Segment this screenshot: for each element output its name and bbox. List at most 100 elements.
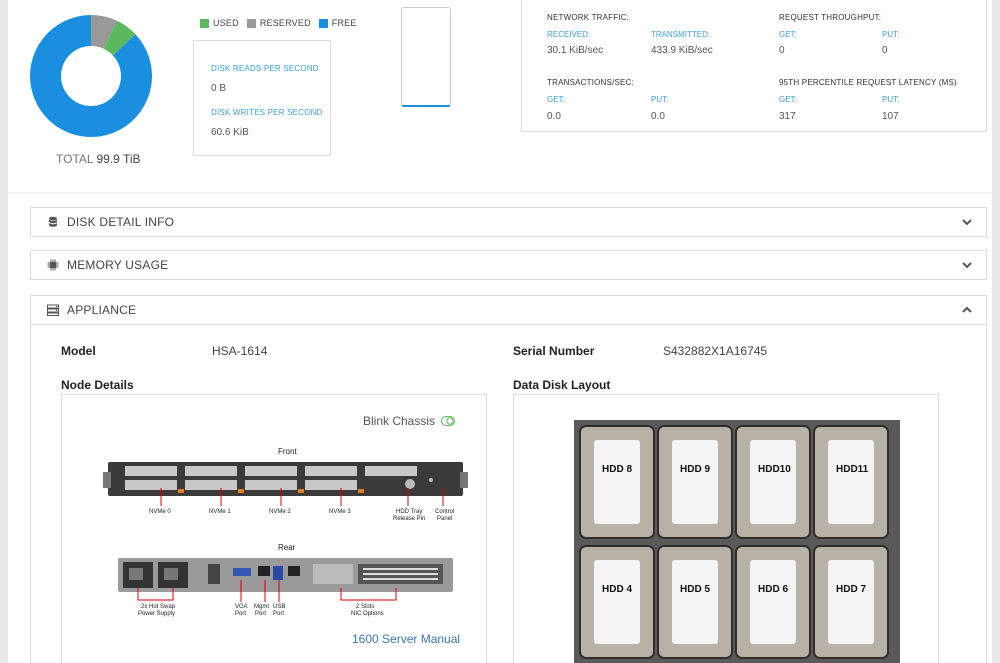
disk-label: HDD 4	[602, 584, 632, 595]
disk-label-plate	[828, 560, 874, 644]
node-details-label: Node Details	[61, 378, 134, 392]
callout-hot-swap: 2x Hot Swap	[141, 604, 176, 610]
legend-reserved: RESERVED	[259, 18, 311, 28]
disk-label: HDD11	[836, 464, 869, 475]
throughput-put-value: 0	[882, 45, 888, 56]
appliance-title: APPLIANCE	[67, 303, 137, 317]
rear-label: Rear	[278, 543, 296, 552]
dashboard-page: USED RESERVED FREE TOTAL 99.9 TiB DISK R…	[8, 0, 992, 663]
transactions-put-label: PUT:	[651, 95, 669, 104]
network-stats-box: NETWORK TRAFFIC: RECEIVED: 30.1 KiB/sec …	[521, 0, 987, 132]
chip-icon	[47, 259, 59, 271]
throughput-get-label: GET:	[779, 30, 797, 39]
disk-label-plate	[672, 560, 718, 644]
chassis-front-diagram: Front NV	[103, 447, 468, 522]
chevron-down-icon[interactable]	[962, 260, 972, 270]
callout-2-slots: 2 Slots	[356, 604, 374, 610]
latency-put-value: 107	[882, 111, 899, 122]
serial-label: Serial Number	[513, 344, 595, 358]
disk-label-plate	[750, 560, 796, 644]
callout-nvme1: NVMe 1	[209, 509, 231, 515]
storage-legend: USED RESERVED FREE	[200, 18, 361, 28]
reserved-swatch	[246, 18, 256, 28]
disk-label-plate	[594, 440, 640, 524]
disk-label: HDD 7	[836, 584, 866, 595]
server-icon	[47, 304, 59, 316]
transactions-title: TRANSACTIONS/SEC:	[547, 78, 634, 87]
disk-label-plate	[828, 440, 874, 524]
appliance-header[interactable]: APPLIANCE	[31, 296, 986, 325]
callout-hdd-tray: HDD Tray	[396, 509, 422, 515]
blink-chassis-control[interactable]: Blink Chassis	[363, 414, 456, 428]
disk-detail-title: DISK DETAIL INFO	[67, 215, 175, 229]
memory-usage-title: MEMORY USAGE	[67, 258, 169, 272]
callout-nic-options: NIC Options	[351, 611, 384, 617]
used-swatch	[200, 18, 209, 28]
disk-label: HDD 8	[602, 464, 632, 475]
network-traffic-title: NETWORK TRAFFIC:	[547, 13, 630, 22]
transactions-put-value: 0.0	[651, 111, 665, 122]
transactions-get-label: GET:	[547, 95, 565, 104]
mini-gauge	[401, 7, 451, 107]
disk-label-plate	[672, 440, 718, 524]
storage-donut-chart	[29, 15, 153, 137]
callout-control: Control	[435, 509, 454, 515]
throughput-put-label: PUT:	[882, 30, 900, 39]
memory-usage-header[interactable]: MEMORY USAGE	[31, 251, 986, 279]
chassis-rear-diagram: Rear 2x Hot Swap Power Supply VGA Port M…	[118, 543, 453, 617]
front-label: Front	[278, 447, 297, 456]
total-value: 99.9 TiB	[96, 152, 141, 166]
callout-power-supply: Power Supply	[138, 611, 175, 617]
disk-label-plate	[750, 440, 796, 524]
disk-reads-label: DISK READS PER SECOND	[211, 64, 319, 73]
free-swatch	[318, 18, 328, 28]
disk-reads-value: 0 B	[211, 83, 227, 94]
chevron-up-icon[interactable]	[962, 305, 972, 315]
legend-free: FREE	[331, 18, 357, 28]
disk-detail-panel[interactable]: DISK DETAIL INFO	[30, 207, 987, 237]
disk-detail-header[interactable]: DISK DETAIL INFO	[31, 208, 986, 236]
blink-chassis-label: Blink Chassis	[363, 414, 436, 428]
callout-nvme2: NVMe 2	[269, 509, 291, 515]
data-disk-layout-label: Data Disk Layout	[513, 378, 611, 392]
disk-label-plate	[594, 560, 640, 644]
callout-release-pin: Release Pin	[393, 516, 425, 522]
throughput-get-value: 0	[779, 45, 785, 56]
latency-put-label: PUT:	[882, 95, 900, 104]
disk-writes-value: 60.6 KiB	[211, 127, 249, 138]
storage-total: TOTAL 99.9 TiB	[56, 152, 141, 166]
callout-mgmt-port: Port	[255, 611, 266, 617]
disk-label: HDD 6	[758, 584, 788, 595]
callout-mgmt: Mgmt	[254, 604, 269, 610]
chevron-down-icon[interactable]	[962, 217, 972, 227]
latency-title: 95TH PERCENTILE REQUEST LATENCY (MS)	[779, 78, 957, 87]
callout-nvme0: NVMe 0	[149, 509, 171, 515]
disk-writes-label: DISK WRITES PER SECOND	[211, 108, 323, 117]
memory-usage-panel[interactable]: MEMORY USAGE	[30, 250, 987, 280]
received-value: 30.1 KiB/sec	[547, 45, 604, 56]
section-divider	[8, 192, 992, 193]
callout-usb-port: Port	[273, 611, 284, 617]
disk-label: HDD 5	[680, 584, 710, 595]
server-manual-link[interactable]: 1600 Server Manual	[352, 632, 461, 646]
database-icon	[47, 216, 59, 228]
node-details-box	[61, 394, 487, 663]
disk-io-box: DISK READS PER SECOND 0 B DISK WRITES PE…	[193, 40, 331, 156]
latency-get-value: 317	[779, 111, 796, 122]
latency-get-label: GET:	[779, 95, 797, 104]
callout-panel: Panel	[437, 516, 452, 522]
callout-vga-port: Port	[235, 611, 246, 617]
transactions-get-value: 0.0	[547, 111, 561, 122]
received-label: RECEIVED:	[547, 30, 591, 39]
request-throughput-title: REQUEST THROUGHPUT:	[779, 13, 882, 22]
disk-label: HDD10	[758, 464, 791, 475]
total-label: TOTAL	[56, 152, 94, 166]
model-label: Model	[61, 344, 96, 358]
transmitted-value: 433.9 KiB/sec	[651, 45, 713, 56]
legend-used: USED	[213, 18, 239, 28]
model-value: HSA-1614	[212, 344, 268, 358]
toggle-icon[interactable]	[441, 416, 456, 426]
callout-vga: VGA	[235, 604, 248, 610]
serial-value: S432882X1A16745	[663, 344, 768, 358]
